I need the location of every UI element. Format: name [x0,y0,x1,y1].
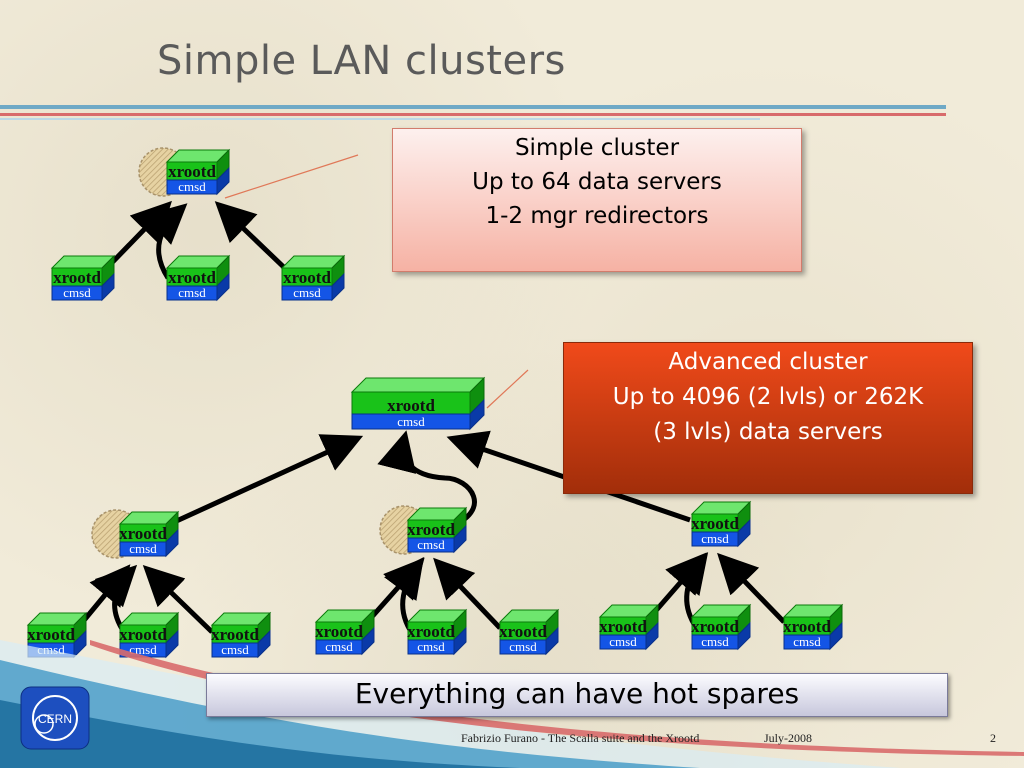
callout-simple-line-3: 1-2 mgr redirectors [485,203,709,229]
node-label-cmsd: cmsd [417,639,445,654]
node-label-cmsd: cmsd [178,285,206,300]
title-rule-red [0,113,946,116]
node-label-xrootd: xrootd [53,268,101,287]
callout-simple-line-2: Up to 64 data servers [472,169,722,195]
node-label-cmsd: cmsd [293,285,321,300]
node-label-cmsd: cmsd [397,414,425,429]
callout-advanced-cluster: Advanced cluster Up to 4096 (2 lvls) or … [563,342,973,494]
curved-arrow [384,556,424,632]
node-label-cmsd: cmsd [221,642,249,657]
node-label-cmsd: cmsd [609,634,637,649]
node-label-xrootd: xrootd [783,617,831,636]
curved-arrow [667,552,709,626]
node-label-cmsd: cmsd [701,634,729,649]
callout-simple-cluster: Simple cluster Up to 64 data servers 1-2… [392,128,802,272]
node-label-xrootd: xrootd [499,622,547,641]
curved-arrow [144,203,188,280]
callout-advanced-line-1: Advanced cluster [668,349,868,375]
node-label-cmsd: cmsd [129,541,157,556]
node-label-cmsd: cmsd [509,639,537,654]
node-label-cmsd: cmsd [178,179,206,194]
node-label-cmsd: cmsd [793,634,821,649]
node-label-cmsd: cmsd [325,639,353,654]
arrow [214,201,294,277]
node-label-cmsd: cmsd [63,285,91,300]
node-label-xrootd: xrootd [27,625,75,644]
node-label-cmsd: cmsd [129,642,157,657]
arrow [433,557,502,630]
footer-author: Fabrizio Furano - The Scalla suite and t… [461,731,700,745]
page-number: 2 [990,731,996,745]
callout-advanced-line-3: (3 lvls) data servers [653,419,883,445]
title-rule-blue [0,105,946,109]
node-label-xrootd: xrootd [387,396,435,415]
node-label-xrootd: xrootd [407,520,455,539]
cern-logo-text: CERN [38,712,72,726]
node-label-xrootd: xrootd [315,622,363,641]
callout-pointer-advanced [486,369,529,409]
arrow [717,552,786,624]
node-label-xrootd: xrootd [168,268,216,287]
callout-pointer-simple [224,154,359,199]
arrow [142,565,214,634]
node-label-xrootd: xrootd [168,162,216,181]
slide-title: Simple LAN clusters [157,38,566,84]
node-label-xrootd: xrootd [691,514,739,533]
footer-date: July-2008 [764,731,812,745]
node-label-cmsd: cmsd [37,642,65,657]
arrow [146,434,364,537]
callout-advanced-line-2: Up to 4096 (2 lvls) or 262K [612,384,924,410]
node-label-cmsd: cmsd [417,537,445,552]
hot-spares-banner: Everything can have hot spares [206,673,948,717]
node-label-xrootd: xrootd [691,617,739,636]
curved-arrow [377,430,477,531]
node-label-cmsd: cmsd [701,531,729,546]
cern-logo: CERN [20,686,90,754]
node-label-xrootd: xrootd [119,524,167,543]
node-label-xrootd: xrootd [407,622,455,641]
title-rule-light [0,118,760,120]
callout-simple-line-1: Simple cluster [514,135,680,161]
node-label-xrootd: xrootd [599,617,647,636]
node-label-xrootd: xrootd [283,268,331,287]
node-label-xrootd: xrootd [119,625,167,644]
node-label-xrootd: xrootd [211,625,259,644]
